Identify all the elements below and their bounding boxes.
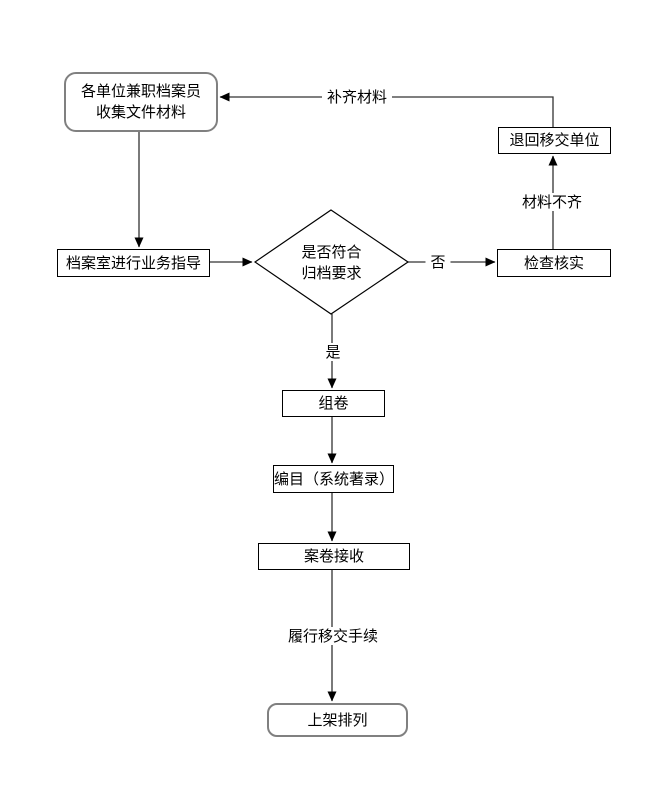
- node-check: 检查核实: [497, 249, 611, 277]
- node-receive: 案卷接收: [258, 543, 410, 570]
- edge-label-materials-incomplete: 材料不齐: [516, 193, 588, 211]
- edge-label-no: 否: [425, 253, 451, 271]
- node-return-unit: 退回移交单位: [498, 127, 611, 154]
- node-catalog: 编目（系统著录）: [273, 465, 394, 493]
- node-assemble: 组卷: [282, 390, 385, 417]
- edge-label-yes: 是: [320, 343, 346, 361]
- edge-label-complete-materials: 补齐材料: [321, 88, 393, 106]
- node-guidance: 档案室进行业务指导: [57, 249, 210, 277]
- node-shelve: 上架排列: [267, 703, 408, 737]
- edge-label-transfer-procedure: 履行移交手续: [282, 627, 384, 645]
- node-decision-label: 是否符合 归档要求: [301, 242, 362, 282]
- decision-diamond: [253, 209, 410, 315]
- node-start: 各单位兼职档案员 收集文件材料: [64, 72, 218, 132]
